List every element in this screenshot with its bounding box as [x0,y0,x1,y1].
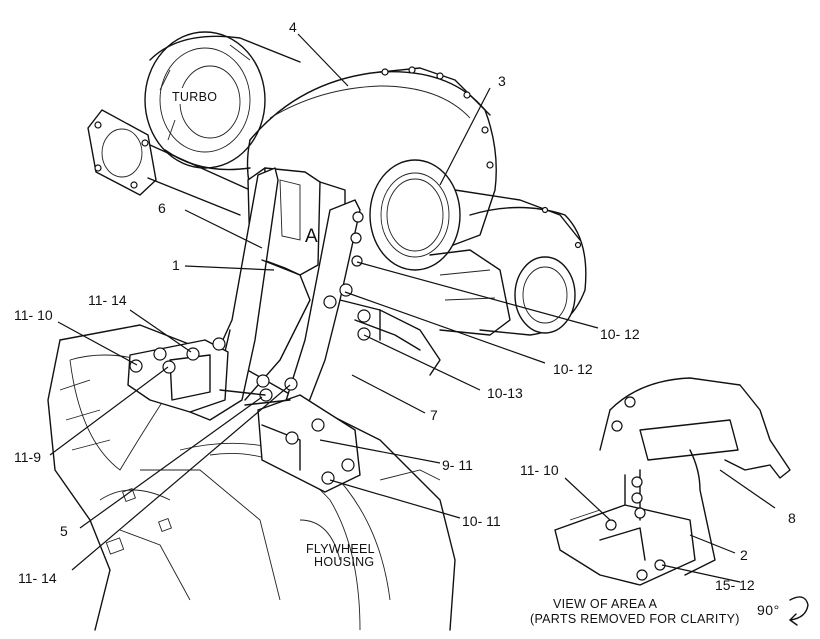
turbo-label-bg [170,88,220,104]
turbo-rear-housing [144,31,301,171]
callout-11-9: 11-9 [14,449,41,465]
callout-9-11: 9- 11 [442,457,473,473]
rotation-label: 90° [757,602,780,618]
base-plate-5 [127,337,229,413]
inset-view-area-a [554,377,791,586]
compressor-outlet-ring [369,159,581,271]
callout-6: 6 [158,200,166,216]
area-a-label: A [305,226,318,247]
flywheel-label-line2: HOUSING [314,555,374,569]
callout-3: 3 [498,73,506,89]
support-leg-7 [279,199,441,426]
callout-11-14-bottom: 11- 14 [18,570,57,586]
callout-11-10-right: 11- 10 [520,462,559,478]
leader-lines [49,33,776,583]
inset-caption-line2: (PARTS REMOVED FOR CLARITY) [530,612,740,626]
callout-1: 1 [172,257,180,273]
callout-5: 5 [60,523,68,539]
callout-10-11: 10- 11 [462,513,501,529]
callout-10-13: 10-13 [487,385,523,401]
flywheel-label-line1: FLYWHEEL [306,542,375,556]
compressor-inlet [429,206,587,336]
rotation-arrow-icon [789,596,809,626]
callout-4: 4 [289,19,297,35]
callout-11-10-left: 11- 10 [14,307,53,323]
foot-plate-9 [219,374,361,493]
callout-7: 7 [430,407,438,423]
turbo-label: TURBO [172,90,217,104]
callout-numbers: 4 3 6 1 11- 14 11- 10 11-9 5 11- 14 10- … [14,19,796,593]
inset-caption-line1: VIEW OF AREA A [553,597,658,611]
flywheel-housing [47,324,456,631]
exhaust-flange [87,109,251,216]
callout-8: 8 [788,510,796,526]
callout-10-12-a: 10- 12 [600,326,640,342]
callout-10-12-b: 10- 12 [553,361,593,377]
callout-15-12: 15- 12 [715,577,755,593]
callout-2: 2 [740,547,748,563]
callout-11-14-top: 11- 14 [88,292,127,308]
